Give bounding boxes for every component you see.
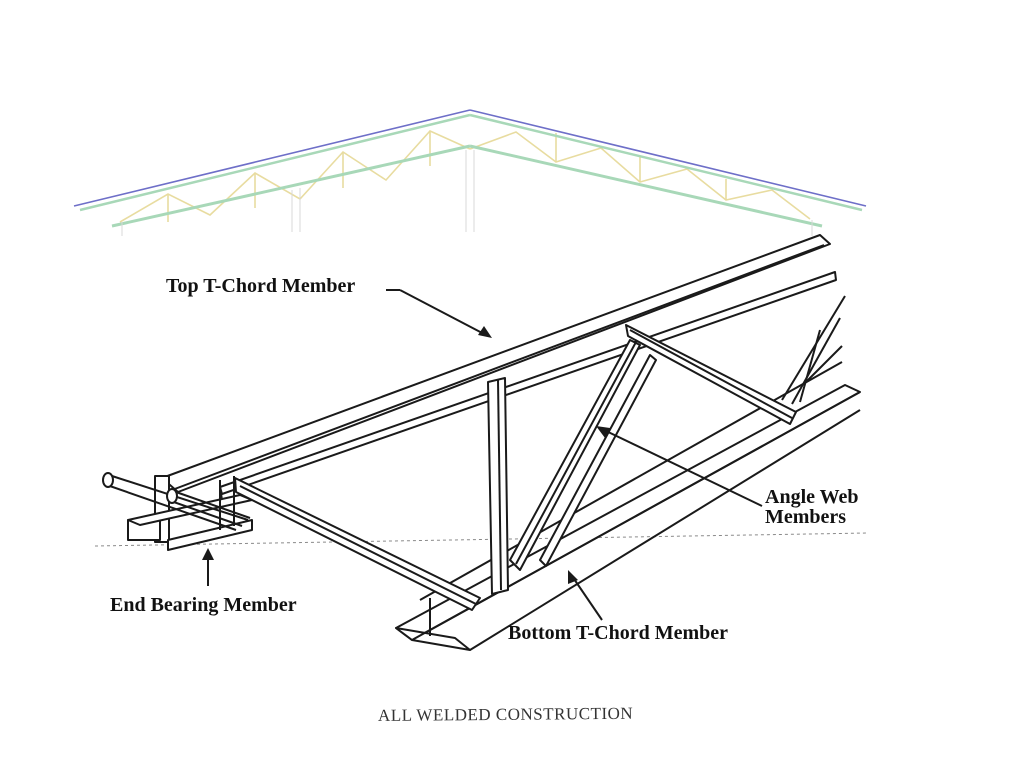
- figure-caption: ALL WELDED CONSTRUCTION: [377, 703, 634, 725]
- leader-arrows: [202, 289, 763, 621]
- bottom-chord-leader: [571, 575, 603, 621]
- arrow-icon: [478, 326, 492, 338]
- arrow-icon: [596, 426, 610, 438]
- end-bearing-label: End Bearing Member: [110, 594, 297, 616]
- roof-wall-lines: [121, 150, 813, 236]
- angle-web-members: [234, 295, 846, 611]
- angle-web-leader: [603, 429, 763, 507]
- reference-dash-line: [94, 532, 869, 547]
- roof-truss-sketch: [73, 109, 867, 236]
- angle-web-label-line1: Angle Web: [765, 486, 859, 508]
- bottom-chord-member: [395, 361, 861, 651]
- arrow-icon: [568, 570, 578, 584]
- joist-line-art: [94, 234, 869, 651]
- bearing-rods: [102, 472, 251, 531]
- roof-top-chords: [79, 113, 863, 212]
- arrow-icon: [202, 548, 214, 560]
- top-chord-label: Top T-Chord Member: [166, 275, 356, 297]
- top-chord-member: [161, 234, 837, 501]
- end-bearing-member: [102, 472, 253, 551]
- roof-top-line: [73, 109, 867, 207]
- roof-truss-webs: [119, 130, 811, 223]
- angle-web-label: Angle Web Members: [765, 487, 859, 527]
- angle-web-label-line2: Members: [765, 506, 847, 528]
- bottom-chord-label: Bottom T-Chord Member: [508, 622, 728, 644]
- roof-bottom-chords: [111, 144, 823, 228]
